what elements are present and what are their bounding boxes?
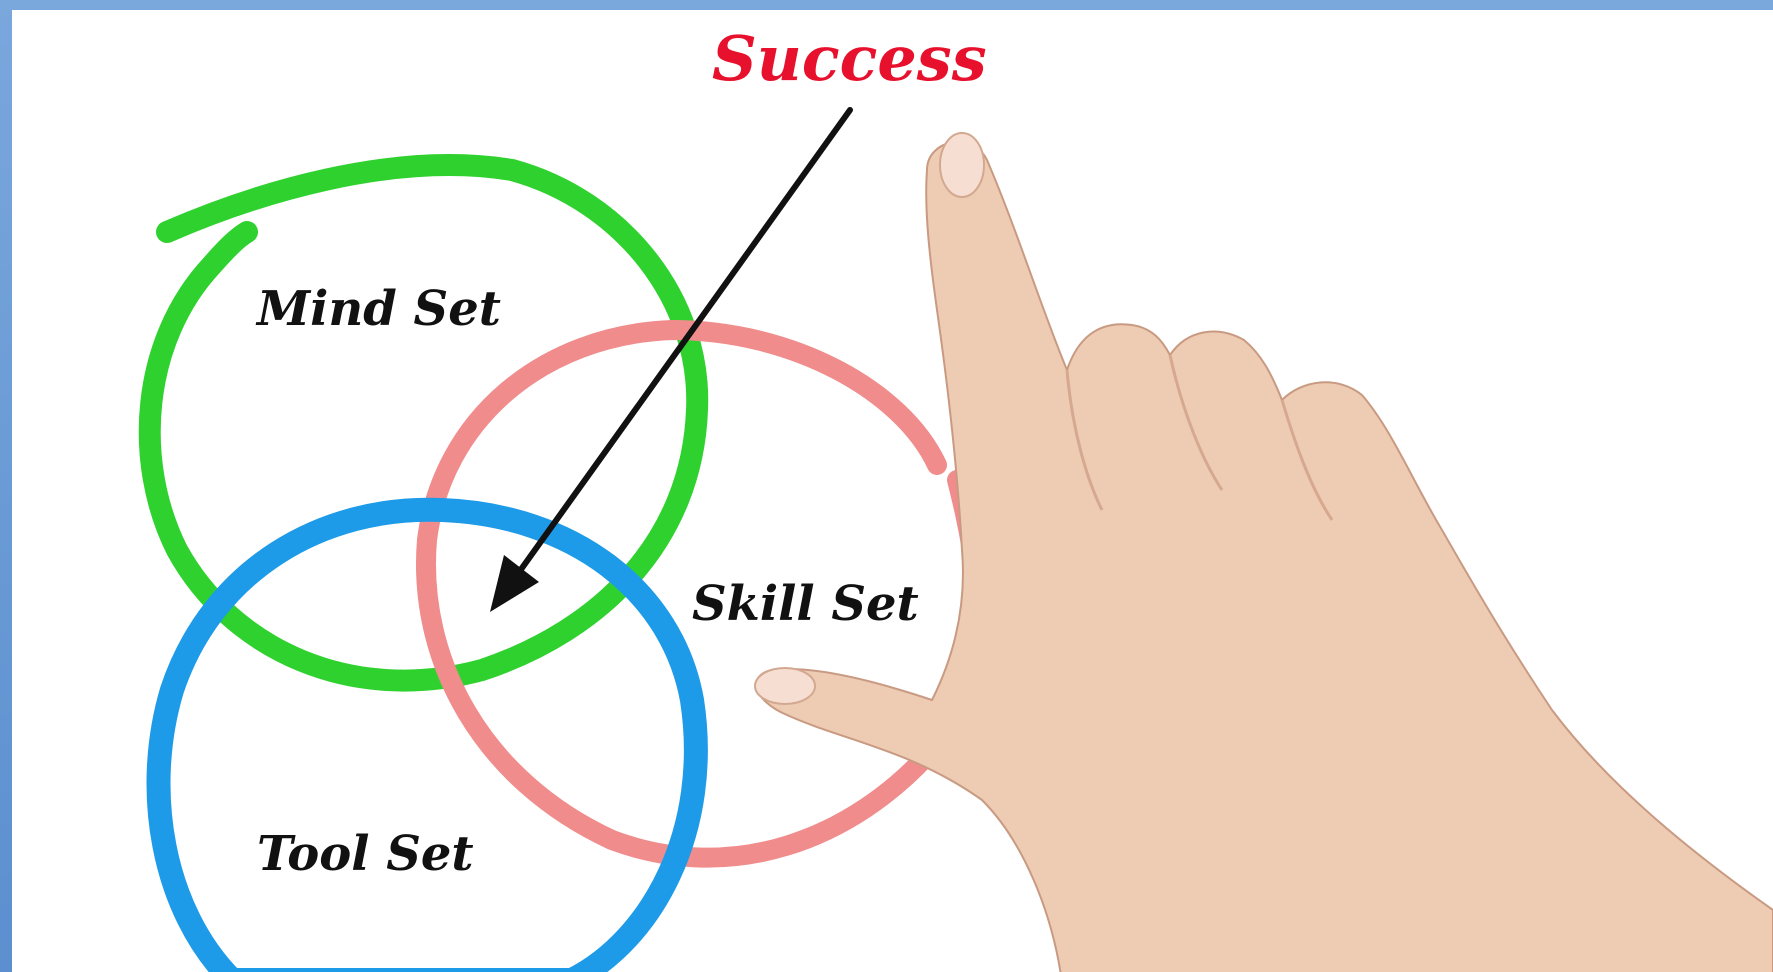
skill-set-label: Skill Set xyxy=(692,576,919,632)
venn-diagram: Success Mind Set Skill Set Tool Set xyxy=(138,22,1773,972)
diagram-title: Success xyxy=(712,22,987,95)
image-canvas: Success Mind Set Skill Set Tool Set xyxy=(12,10,1773,972)
tool-set-circle xyxy=(146,497,708,972)
arrow-icon xyxy=(490,107,853,612)
mind-set-label: Mind Set xyxy=(255,281,501,337)
mind-set-circle xyxy=(138,154,709,692)
tool-set-label: Tool Set xyxy=(257,826,474,882)
pointing-hand-image xyxy=(754,132,1773,972)
